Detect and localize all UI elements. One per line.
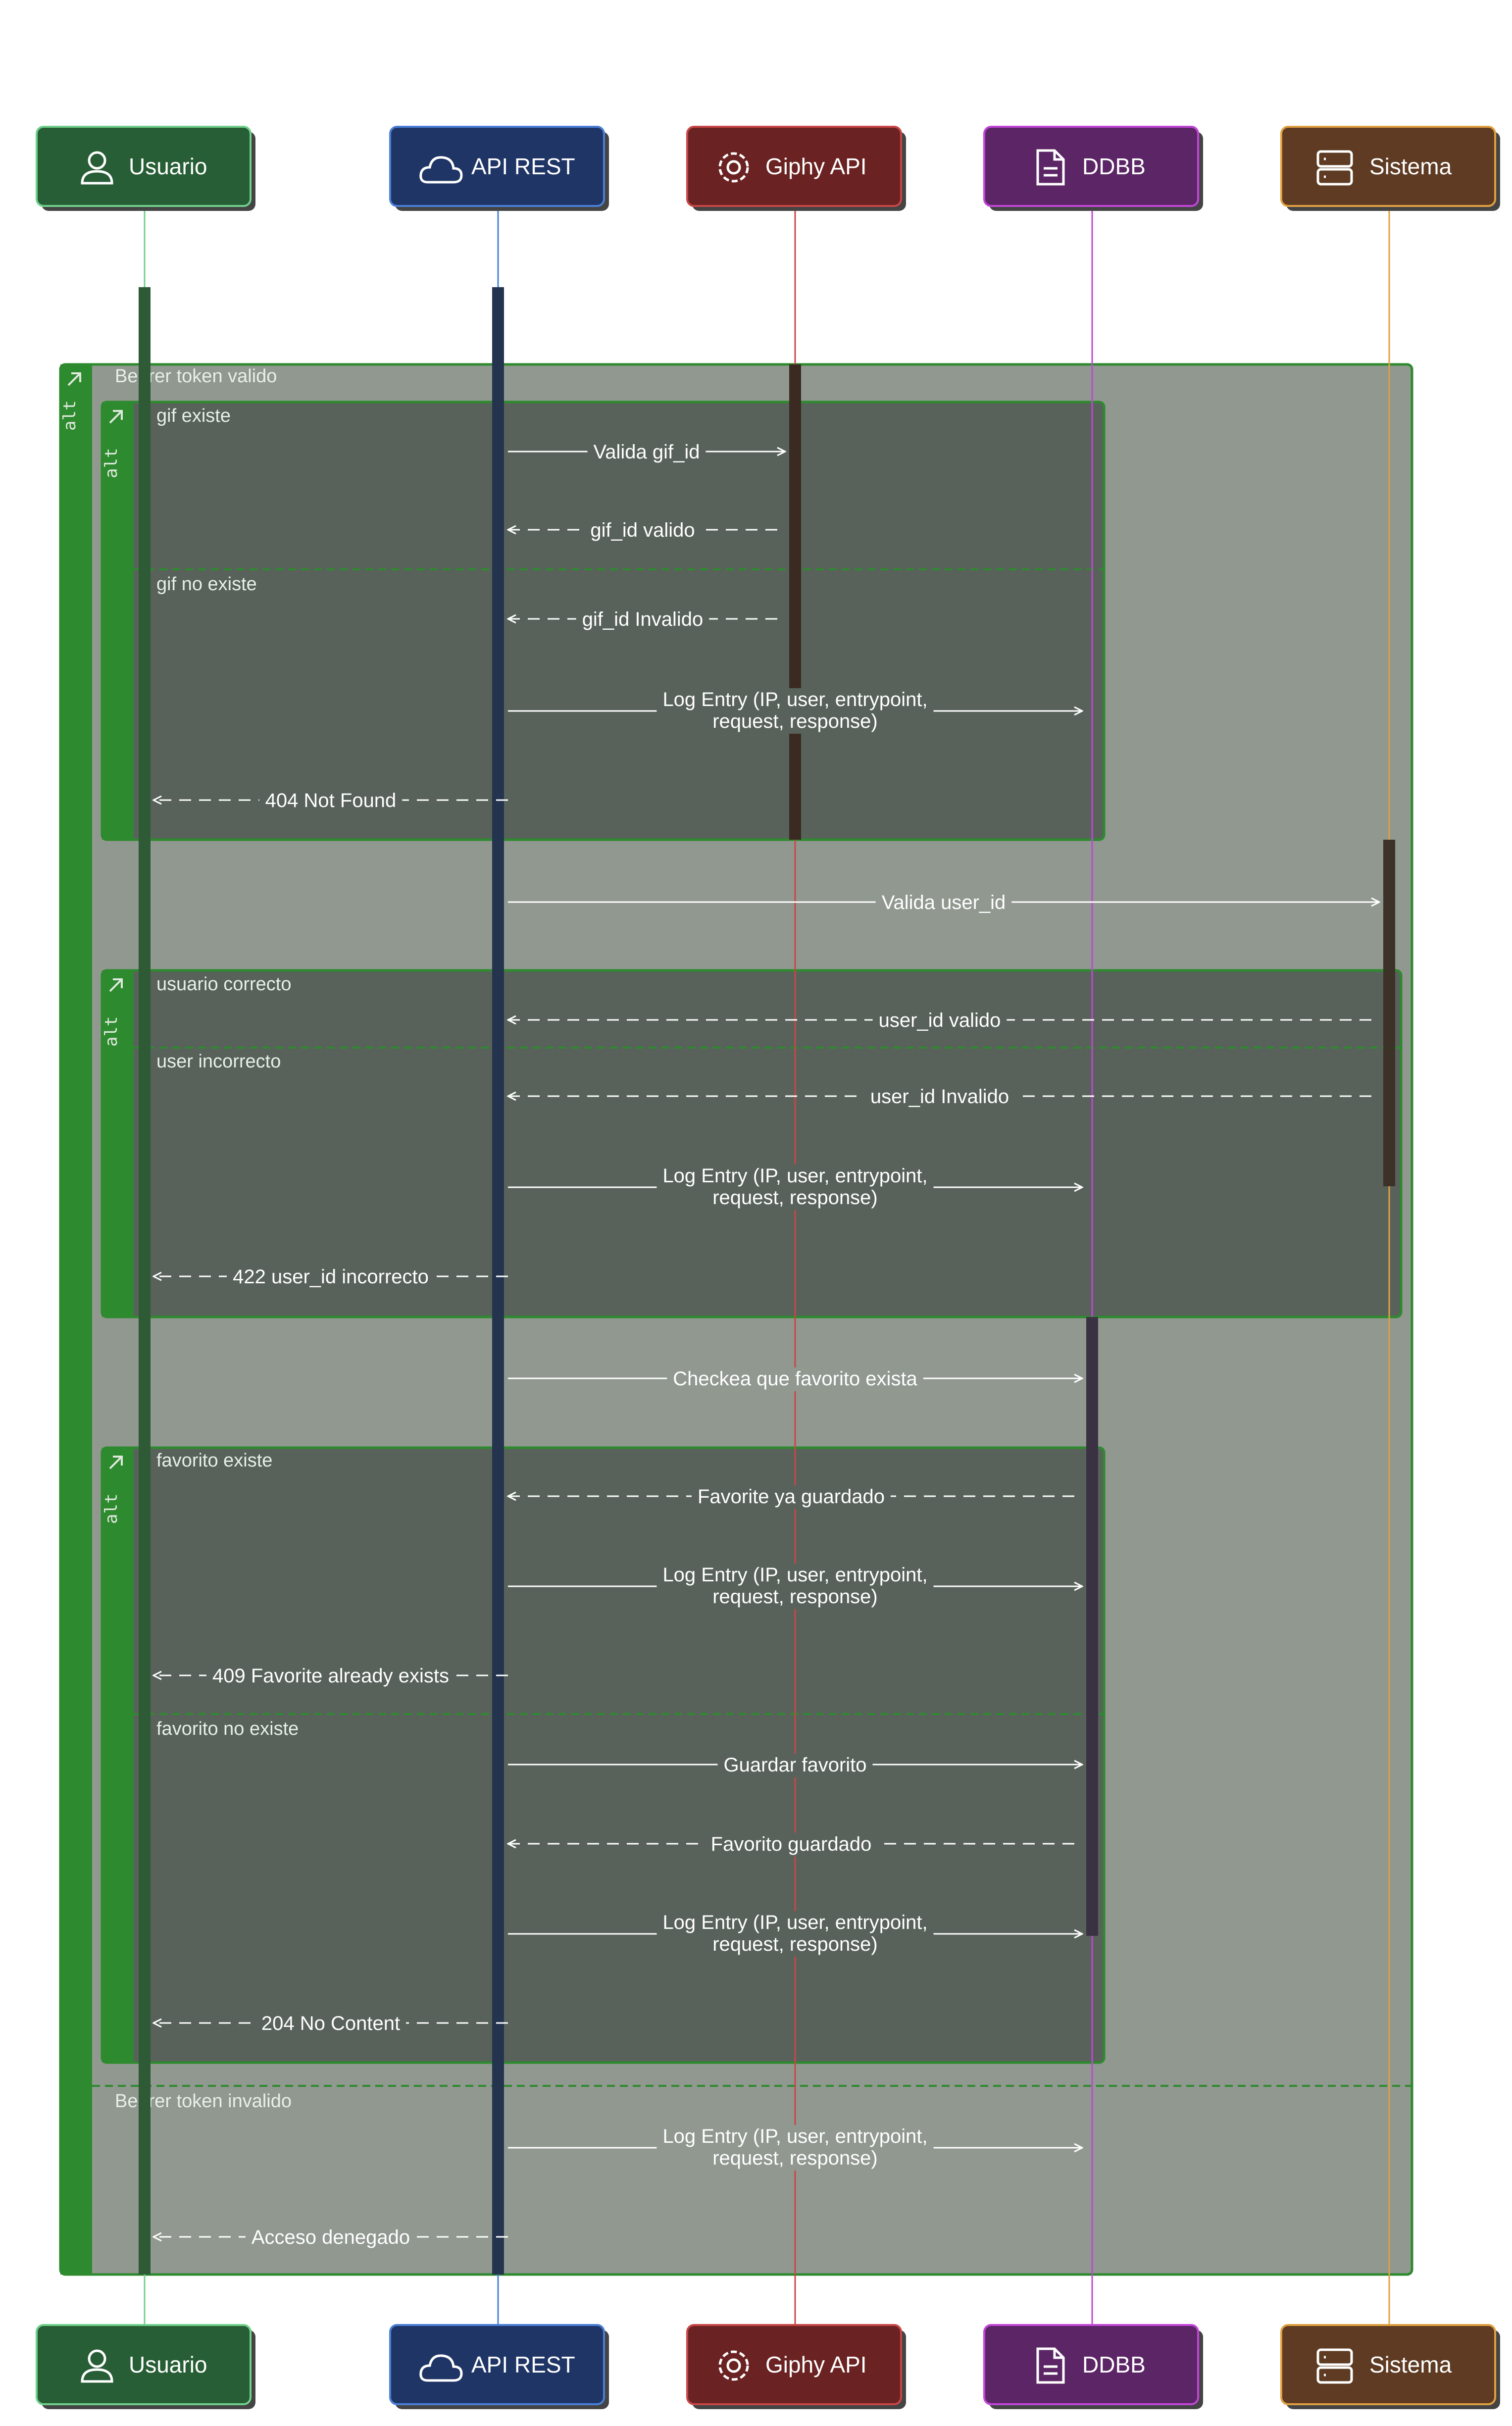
cloud-icon xyxy=(419,2354,463,2382)
message-label: request, response) xyxy=(712,1933,878,1955)
message-label-background xyxy=(705,1833,878,1857)
participant-giphy-bottom[interactable]: Giphy API xyxy=(686,2324,906,2409)
message-label: user_id valido xyxy=(879,1010,1001,1031)
activation-sistema xyxy=(1383,840,1395,1186)
activation-ddbb xyxy=(1086,1317,1098,1936)
participant-api-top[interactable]: API REST xyxy=(389,126,609,211)
message-label: request, response) xyxy=(712,2147,878,2169)
participant-sistema-top[interactable]: Sistema xyxy=(1280,126,1500,211)
message-label: Favorito guardado xyxy=(711,1833,872,1855)
alt-collapse-icon[interactable] xyxy=(109,978,123,992)
message-label-background xyxy=(717,1754,873,1777)
message-label: Checkea que favorito exista xyxy=(673,1368,917,1390)
message-label: gif_id valido xyxy=(590,519,695,541)
participant-label: Giphy API xyxy=(765,153,867,179)
message-label-background xyxy=(255,2012,406,2036)
message-label: Log Entry (IP, user, entrypoint, xyxy=(662,689,927,710)
message-label: Valida user_id xyxy=(882,892,1006,913)
participant-label: DDBB xyxy=(1082,153,1146,179)
message-label: Guardar favorito xyxy=(723,1754,866,1776)
alt-section-favorito-existe: favorito existe xyxy=(156,1450,272,1471)
message-label-background xyxy=(227,1265,435,1289)
alt-fragment-user: alt usuario correcto user incorrecto xyxy=(101,969,1403,1318)
message-label-background xyxy=(872,1009,1007,1033)
message-label-background xyxy=(656,1911,934,1957)
message-label: request, response) xyxy=(712,1586,878,1608)
alt-tag-favorito: alt xyxy=(101,1494,121,1524)
message-label-background xyxy=(656,1564,934,1609)
participant-sistema-bottom[interactable]: Sistema xyxy=(1280,2324,1500,2409)
participant-ddbb-bottom[interactable]: DDBB xyxy=(983,2324,1203,2409)
alt-section-gif-no-existe: gif no existe xyxy=(156,574,257,595)
user-icon xyxy=(81,2349,113,2383)
participant-label: Sistema xyxy=(1369,2352,1452,2377)
message-label-background xyxy=(691,1485,891,1509)
message-label: Acceso denegado xyxy=(252,2226,410,2248)
message-label-background xyxy=(667,1367,923,1391)
message-label: Log Entry (IP, user, entrypoint, xyxy=(662,1912,927,1933)
server-icon xyxy=(1316,150,1353,186)
message-label: user_id Invalido xyxy=(870,1086,1009,1108)
activation-giphy xyxy=(789,364,801,840)
message-label: Log Entry (IP, user, entrypoint, xyxy=(662,1564,927,1586)
message-label: Favorite ya guardado xyxy=(698,1486,885,1508)
message-label-background xyxy=(576,608,709,632)
alt-collapse-icon[interactable] xyxy=(109,1456,123,1469)
message-label: Log Entry (IP, user, entrypoint, xyxy=(662,1165,927,1187)
alt-collapse-icon[interactable] xyxy=(109,410,123,424)
alt-tag-gif: alt xyxy=(101,448,121,478)
cloud-icon xyxy=(419,156,463,184)
alt-tag-user: alt xyxy=(101,1016,121,1047)
message-label-background xyxy=(587,441,706,464)
message-label: 422 user_id incorrecto xyxy=(233,1266,429,1288)
message-label: request, response) xyxy=(712,1187,878,1209)
participant-usuario-bottom[interactable]: Usuario xyxy=(36,2324,255,2409)
participant-giphy-top[interactable]: Giphy API xyxy=(686,126,906,211)
participant-usuario-top[interactable]: Usuario xyxy=(36,126,255,211)
participant-label: Giphy API xyxy=(765,2352,867,2377)
message-label-background xyxy=(584,519,701,543)
message-label: 204 No Content xyxy=(261,2013,400,2034)
activation-usuario xyxy=(139,287,151,2274)
alt-collapse-icon[interactable] xyxy=(67,372,81,386)
message-label-background xyxy=(656,1164,934,1210)
alt-fragment-favorito: alt favorito existe favorito no existe xyxy=(101,1446,1106,2064)
participant-label: Usuario xyxy=(129,153,207,179)
message-label: 404 Not Found xyxy=(265,790,397,811)
document-icon xyxy=(1036,149,1065,186)
alt-section-favorito-no-existe: favorito no existe xyxy=(156,1718,299,1739)
participant-label: API REST xyxy=(471,2352,575,2377)
message-label: Valida gif_id xyxy=(594,441,700,463)
message-label-background xyxy=(245,2226,416,2250)
participant-label: API REST xyxy=(471,153,575,179)
participant-label: Sistema xyxy=(1369,153,1452,179)
alt-section-usuario-correcto: usuario correcto xyxy=(156,974,291,995)
alt-section-user-incorrecto: user incorrecto xyxy=(156,1051,281,1072)
message-label-background xyxy=(259,789,403,813)
message-label: 409 Favorite already exists xyxy=(212,1665,449,1687)
message-label-background xyxy=(206,1665,455,1688)
message-label: gif_id Invalido xyxy=(582,608,704,630)
message-label: Log Entry (IP, user, entrypoint, xyxy=(662,2125,927,2147)
alt-tag-outer: alt xyxy=(60,401,80,431)
message-label-background xyxy=(864,1085,1015,1109)
participant-ddbb-top[interactable]: DDBB xyxy=(983,126,1203,211)
user-icon xyxy=(81,151,113,185)
participant-label: Usuario xyxy=(129,2352,207,2377)
document-icon xyxy=(1036,2347,1065,2384)
gear-icon xyxy=(718,2350,749,2381)
message-label: request, response) xyxy=(712,710,878,732)
participant-label: DDBB xyxy=(1082,2352,1146,2377)
alt-section-gif-existe: gif existe xyxy=(156,405,231,426)
message-label-background xyxy=(656,2125,934,2171)
gear-icon xyxy=(718,152,749,183)
message-label-background xyxy=(875,891,1012,915)
server-icon xyxy=(1316,2348,1353,2384)
messages: Valida gif_id gif_id valido gif_id Invalid… xyxy=(153,441,1379,2250)
participant-api-bottom[interactable]: API REST xyxy=(389,2324,609,2409)
message-label-background xyxy=(656,688,934,734)
activation-api xyxy=(492,287,504,2274)
